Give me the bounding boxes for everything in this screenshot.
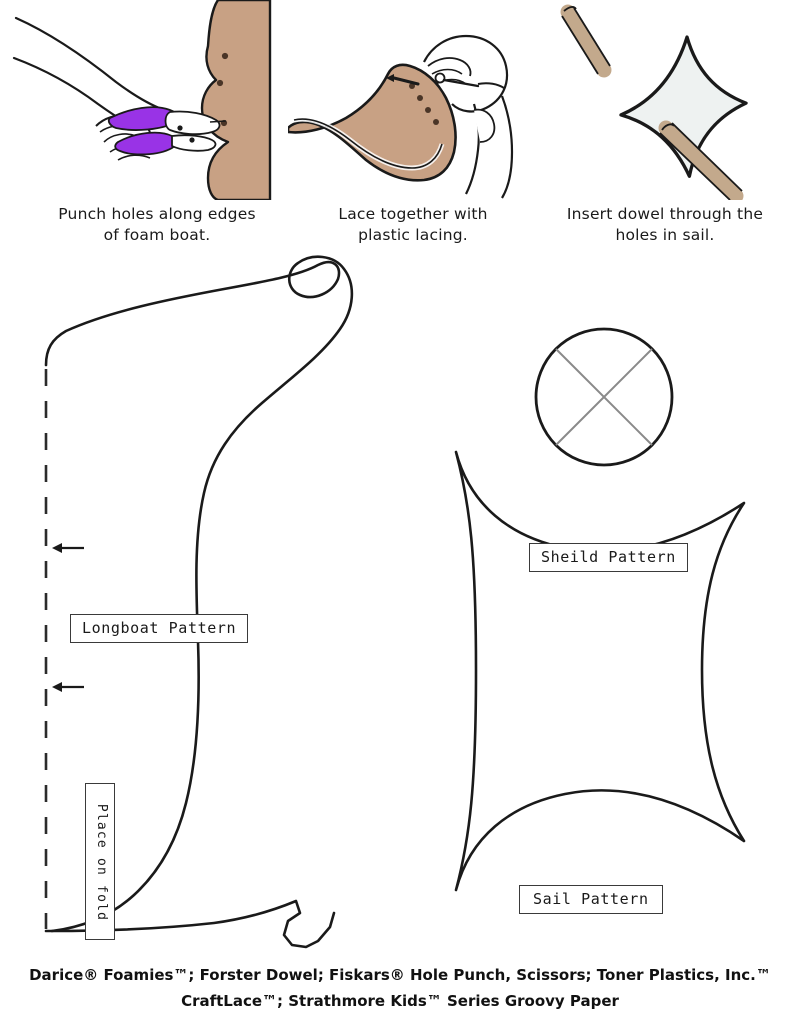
place-on-fold-label-box: Place on fold bbox=[85, 783, 115, 940]
plastic-lace bbox=[392, 76, 420, 86]
step-1-caption-line1: Punch holes along edges bbox=[58, 205, 256, 223]
dowel-upper bbox=[560, 4, 612, 78]
step-2-caption-line2: plastic lacing. bbox=[358, 226, 468, 244]
longboat-pattern-label: Longboat Pattern bbox=[70, 614, 249, 643]
place-on-fold-label: Place on fold bbox=[94, 803, 109, 922]
step-2-caption-line1: Lace together with bbox=[338, 205, 488, 223]
credits-footer: Darice® Foamies™; Forster Dowel; Fiskars… bbox=[0, 962, 800, 1014]
punched-hole bbox=[216, 79, 224, 87]
pattern-pieces-area: Longboat Pattern Sheild Pattern Sail Pat… bbox=[0, 245, 800, 960]
fold-arrow-bottom bbox=[52, 682, 84, 692]
step-1-caption-line2: of foam boat. bbox=[103, 226, 211, 244]
punched-hole bbox=[221, 52, 229, 60]
sheild-pattern-label: Sheild Pattern bbox=[529, 543, 688, 572]
step-2-lace-together: Lace together with plastic lacing. bbox=[288, 0, 538, 250]
step-3-insert-dowel: Insert dowel through the holes in sail. bbox=[540, 0, 790, 250]
hole-punch-illustration bbox=[12, 0, 272, 200]
steps-row: Punch holes along edges of foam boat. bbox=[0, 0, 800, 250]
fold-arrow-top bbox=[52, 543, 84, 553]
hole-punch-lower-jaw bbox=[114, 131, 178, 156]
punched-hole bbox=[417, 95, 423, 101]
dowel-lower bbox=[658, 120, 744, 200]
step-3-caption-line1: Insert dowel through the bbox=[566, 205, 764, 223]
step-2-caption: Lace together with plastic lacing. bbox=[288, 204, 538, 246]
punched-hole bbox=[425, 107, 431, 113]
punched-hole bbox=[433, 119, 439, 125]
step-3-caption: Insert dowel through the holes in sail. bbox=[540, 204, 790, 246]
sail-pattern-label: Sail Pattern bbox=[519, 885, 663, 914]
step-1-caption: Punch holes along edges of foam boat. bbox=[12, 204, 302, 246]
dowel-through-sail-illustration bbox=[560, 4, 748, 200]
step-3-caption-line2: holes in sail. bbox=[615, 226, 715, 244]
pattern-outlines bbox=[44, 255, 746, 949]
credits-line-1: Darice® Foamies™; Forster Dowel; Fiskars… bbox=[29, 966, 771, 984]
sail-shape bbox=[619, 35, 748, 178]
shield-circle bbox=[534, 327, 674, 467]
punched-hole bbox=[409, 83, 415, 89]
step-1-punch-holes: Punch holes along edges of foam boat. bbox=[12, 0, 302, 250]
shield-cross-line bbox=[555, 348, 653, 446]
lacing-illustration bbox=[288, 34, 514, 199]
longboat-hull-outline bbox=[44, 255, 354, 933]
sail-pattern-outline bbox=[454, 450, 746, 892]
credits-line-2: CraftLace™; Strathmore Kids™ Series Groo… bbox=[181, 992, 619, 1010]
